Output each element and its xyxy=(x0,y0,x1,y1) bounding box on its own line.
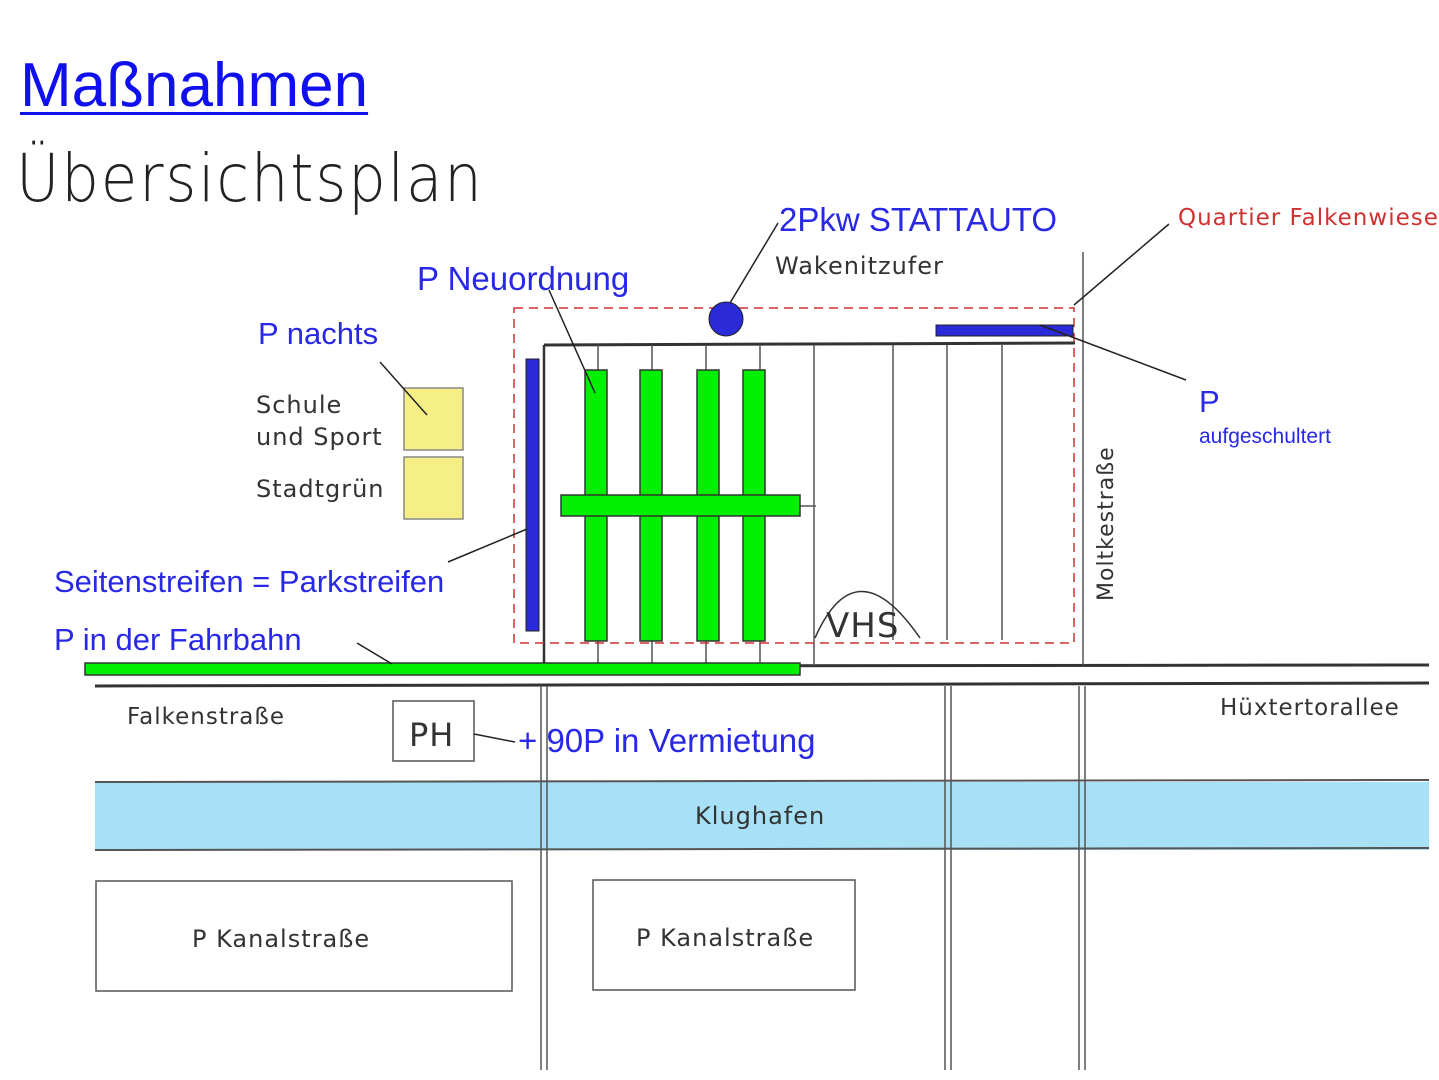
stadtgruen-area xyxy=(403,456,464,520)
parking-blue-seitenstreifen xyxy=(525,358,540,632)
stattauto-annotation: 2Pkw STATTAUTO xyxy=(779,201,1057,238)
kanal-lot-2 xyxy=(592,879,856,991)
quartier-boundary xyxy=(513,307,1075,644)
vhs-label: VHS xyxy=(826,606,899,646)
quartier-label: Quartier Falkenwiese xyxy=(1178,205,1439,231)
kanal-label-2: P Kanalstraße xyxy=(636,924,814,952)
aufgeschultert-p-annotation: P xyxy=(1199,384,1220,419)
block-top-edge xyxy=(543,341,1076,347)
klughafen-water xyxy=(95,782,1429,850)
vhs-outline xyxy=(814,590,921,639)
parking-blue-aufgeschultert xyxy=(935,324,1074,337)
parking-green-fahrbahn xyxy=(84,662,801,676)
seitenstreifen-annotation: Seitenstreifen = Parkstreifen xyxy=(54,564,444,599)
stattauto-marker xyxy=(708,301,744,337)
parking-green xyxy=(84,369,801,676)
kanal-label-1: P Kanalstraße xyxy=(192,925,370,953)
huextertorallee-label: Hüxtertorallee xyxy=(1220,695,1400,721)
stadtgruen-label: Stadtgrün xyxy=(256,475,385,503)
schule-label-line1: Schule xyxy=(256,391,342,419)
vermietung-annotation: + 90P in Vermietung xyxy=(518,722,816,759)
parking-green-cross xyxy=(560,494,801,517)
road-south-edge xyxy=(94,681,1430,688)
page-subtitle: Übersichtsplan xyxy=(16,140,484,217)
vertical-streets xyxy=(540,252,1086,1070)
page-title: Maßnahmen xyxy=(20,51,369,120)
nachts-annotation: P nachts xyxy=(258,316,378,351)
kanal-lot-1 xyxy=(95,880,513,992)
wakenitzufer-label: Wakenitzufer xyxy=(775,252,944,280)
falkenstrasse-label: Falkenstraße xyxy=(127,704,285,730)
leader-lines xyxy=(356,222,1187,743)
schule-sport-area xyxy=(403,387,464,451)
aufgeschultert-annotation: aufgeschultert xyxy=(1199,425,1331,448)
fahrbahn-annotation: P in der Fahrbahn xyxy=(54,622,302,657)
schule-label-line2: und Sport xyxy=(256,423,383,451)
ph-label: PH xyxy=(409,716,454,754)
ph-box xyxy=(392,700,475,762)
neuordnung-annotation: P Neuordnung xyxy=(417,260,629,297)
klughafen-label: Klughafen xyxy=(695,802,825,830)
moltkestrasse-label: Moltkestraße xyxy=(1094,446,1119,601)
